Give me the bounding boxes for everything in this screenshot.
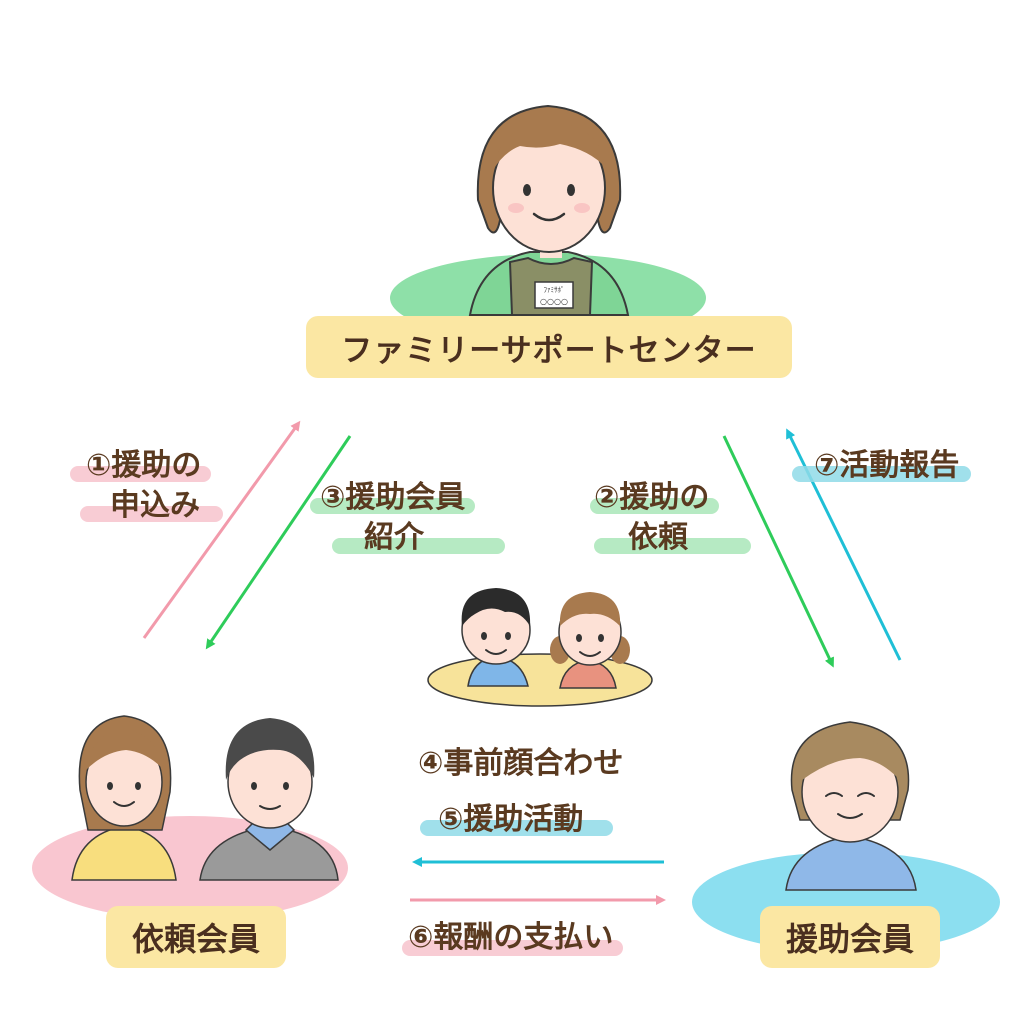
step-1-line2: 申込み [110,488,200,523]
step-4-text: ④事前顔合わせ [418,746,624,781]
requester-label: 依頼会員 [106,906,286,968]
step-1-line1: ①援助の [86,448,202,483]
staff-badge-text: ﾌｧﾐｻﾎﾟ [544,286,565,294]
step-1-label: ①援助の 申込み [70,446,224,526]
girl-icon [550,592,630,689]
arrow-3-introduction [205,435,352,650]
step-3-line2: 紹介 [364,520,424,555]
step-2-label: ②援助の 依頼 [590,478,752,558]
center-label: ファミリーサポートセンター [306,316,792,378]
step-3-label: ③援助会員 紹介 [310,478,506,558]
boy-icon [461,588,531,687]
step-2-line1: ②援助の [594,480,710,515]
step-7-label: ⑦活動報告 [792,446,972,486]
step-3-line1: ③援助会員 [320,480,466,515]
arrow-2-request [722,435,834,668]
step-5-label: ⑤援助活動 [420,800,614,840]
step-7-text: ⑦活動報告 [814,448,960,483]
step-5-text: ⑤援助活動 [438,802,584,837]
step-6-text: ⑥報酬の支払い [408,920,614,955]
staff-woman-icon: ﾌｧﾐｻﾎﾟ ○○○○ [390,104,706,342]
step-6-label: ⑥報酬の支払い [402,918,624,958]
requester-icons [32,715,348,920]
step-4-label: ④事前顔合わせ [418,744,623,784]
mother-icon [71,715,177,881]
children-icons [427,588,653,707]
step-2-line2: 依頼 [628,520,688,555]
svg-text:○○○○: ○○○○ [540,297,568,306]
arrow-1-application [142,420,301,639]
father-icon [199,718,339,881]
supporter-label: 援助会員 [760,906,940,968]
